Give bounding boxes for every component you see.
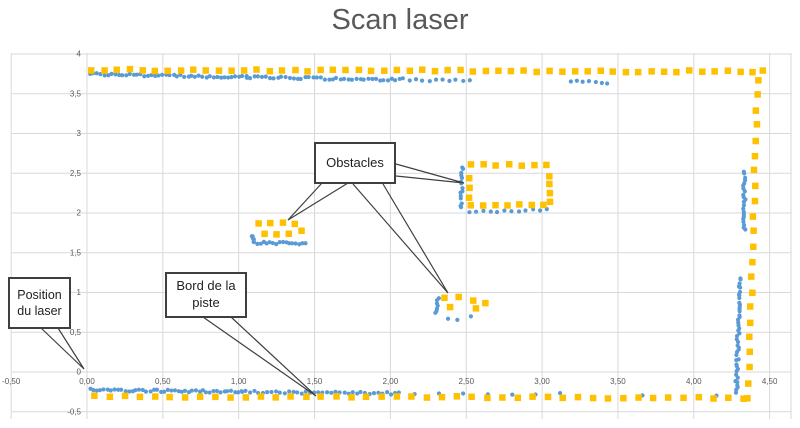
svg-text:3,5: 3,5 [70, 89, 82, 98]
svg-text:0: 0 [77, 368, 82, 377]
svg-text:1,5: 1,5 [70, 248, 82, 257]
svg-text:2,50: 2,50 [458, 377, 474, 386]
svg-text:2,00: 2,00 [383, 377, 399, 386]
svg-text:3,50: 3,50 [610, 377, 626, 386]
callout-obstacles-label: Obstacles [326, 154, 384, 170]
callout-obstacles: Obstacles [314, 142, 396, 184]
svg-text:0,50: 0,50 [155, 377, 171, 386]
callout-position-du-laser: Position du laser [8, 277, 71, 329]
callout-position-du-laser-label: Position du laser [17, 287, 62, 318]
callout-bord-de-la-piste-label: Bord de la piste [176, 278, 236, 310]
svg-text:4: 4 [77, 50, 82, 59]
svg-text:0,00: 0,00 [79, 377, 95, 386]
callout-bord-de-la-piste: Bord de la piste [165, 272, 247, 318]
svg-text:4,50: 4,50 [762, 377, 778, 386]
svg-text:1,50: 1,50 [307, 377, 323, 386]
svg-text:0,5: 0,5 [70, 328, 82, 337]
svg-text:1,00: 1,00 [231, 377, 247, 386]
svg-text:3,00: 3,00 [534, 377, 550, 386]
svg-text:3: 3 [77, 129, 82, 138]
svg-text:-0,5: -0,5 [67, 407, 81, 416]
svg-text:2: 2 [77, 209, 82, 218]
svg-text:1: 1 [77, 288, 82, 297]
svg-text:-0,50: -0,50 [2, 377, 21, 386]
svg-text:4,00: 4,00 [686, 377, 702, 386]
chart-title: Scan laser [331, 4, 469, 36]
svg-text:2,5: 2,5 [70, 169, 82, 178]
